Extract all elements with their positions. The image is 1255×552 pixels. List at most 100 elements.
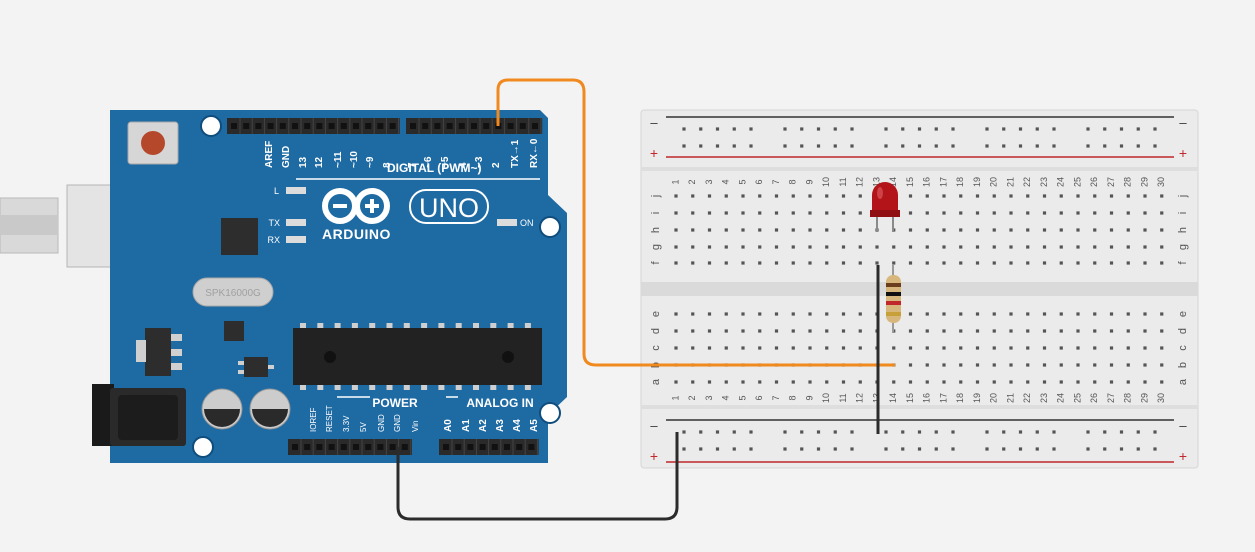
rail-hole[interactable]	[934, 430, 938, 434]
rail-hole[interactable]	[951, 430, 955, 434]
terminal-hole[interactable]	[825, 245, 829, 249]
terminal-hole[interactable]	[992, 194, 996, 198]
terminal-hole[interactable]	[942, 329, 946, 333]
rail-hole[interactable]	[901, 447, 905, 451]
terminal-hole[interactable]	[1026, 211, 1030, 215]
terminal-hole[interactable]	[992, 228, 996, 232]
terminal-hole[interactable]	[674, 346, 678, 350]
terminal-hole[interactable]	[1160, 363, 1164, 367]
terminal-hole[interactable]	[741, 346, 745, 350]
terminal-hole[interactable]	[992, 329, 996, 333]
rail-hole[interactable]	[1153, 127, 1157, 131]
rail-hole[interactable]	[951, 447, 955, 451]
terminal-hole[interactable]	[1042, 211, 1047, 215]
rail-hole[interactable]	[1119, 447, 1124, 451]
rail-hole[interactable]	[749, 127, 753, 131]
terminal-hole[interactable]	[791, 245, 795, 249]
rail-hole[interactable]	[901, 144, 905, 148]
header-pin[interactable]	[491, 444, 498, 450]
terminal-hole[interactable]	[1076, 211, 1080, 215]
terminal-hole[interactable]	[858, 346, 862, 350]
terminal-hole[interactable]	[1059, 228, 1063, 232]
header-pin[interactable]	[267, 123, 274, 129]
terminal-hole[interactable]	[741, 228, 745, 232]
rail-hole[interactable]	[1035, 447, 1039, 451]
terminal-hole[interactable]	[758, 245, 762, 249]
rail-hole[interactable]	[682, 127, 686, 131]
header-pin[interactable]	[532, 123, 538, 129]
terminal-hole[interactable]	[1093, 245, 1097, 249]
terminal-hole[interactable]	[1026, 261, 1030, 265]
rail-hole[interactable]	[985, 144, 989, 148]
terminal-hole[interactable]	[1009, 363, 1013, 367]
terminal-hole[interactable]	[741, 261, 745, 265]
terminal-hole[interactable]	[1126, 312, 1130, 316]
terminal-hole[interactable]	[1009, 380, 1013, 384]
terminal-hole[interactable]	[959, 245, 963, 249]
terminal-hole[interactable]	[1160, 346, 1164, 350]
header-pin[interactable]	[479, 444, 486, 450]
terminal-hole[interactable]	[841, 312, 846, 316]
terminal-hole[interactable]	[975, 312, 980, 316]
header-pin[interactable]	[231, 123, 237, 129]
rail-hole[interactable]	[783, 127, 787, 131]
terminal-hole[interactable]	[691, 228, 695, 232]
header-pin[interactable]	[483, 123, 490, 129]
terminal-hole[interactable]	[858, 380, 862, 384]
rail-hole[interactable]	[1052, 144, 1056, 148]
rail-hole[interactable]	[1035, 430, 1039, 434]
header-pin[interactable]	[243, 123, 250, 129]
terminal-hole[interactable]	[942, 261, 946, 265]
terminal-hole[interactable]	[741, 211, 745, 215]
rail-hole[interactable]	[917, 144, 922, 148]
header-pin[interactable]	[528, 444, 535, 450]
terminal-hole[interactable]	[1076, 380, 1080, 384]
terminal-hole[interactable]	[691, 312, 695, 316]
terminal-hole[interactable]	[808, 211, 812, 215]
terminal-hole[interactable]	[908, 211, 913, 215]
terminal-hole[interactable]	[674, 312, 678, 316]
terminal-hole[interactable]	[908, 312, 913, 316]
header-pin[interactable]	[504, 444, 510, 450]
header-pin[interactable]	[292, 123, 298, 129]
terminal-hole[interactable]	[691, 329, 695, 333]
terminal-hole[interactable]	[774, 261, 779, 265]
terminal-hole[interactable]	[674, 329, 678, 333]
terminal-hole[interactable]	[858, 261, 862, 265]
header-pin[interactable]	[328, 123, 335, 129]
terminal-hole[interactable]	[691, 245, 695, 249]
terminal-hole[interactable]	[1076, 194, 1080, 198]
terminal-hole[interactable]	[724, 261, 728, 265]
rail-hole[interactable]	[833, 430, 837, 434]
terminal-hole[interactable]	[1009, 346, 1013, 350]
terminal-hole[interactable]	[1126, 380, 1130, 384]
header-pin[interactable]	[316, 123, 323, 129]
rail-hole[interactable]	[732, 144, 736, 148]
rail-hole[interactable]	[833, 447, 837, 451]
terminal-hole[interactable]	[791, 211, 795, 215]
header-pin[interactable]	[365, 123, 372, 129]
header-pin[interactable]	[467, 444, 474, 450]
rail-hole[interactable]	[783, 447, 787, 451]
terminal-hole[interactable]	[808, 228, 812, 232]
terminal-hole[interactable]	[774, 329, 779, 333]
terminal-hole[interactable]	[808, 312, 812, 316]
terminal-hole[interactable]	[825, 228, 829, 232]
terminal-hole[interactable]	[1059, 346, 1063, 350]
rail-hole[interactable]	[1018, 127, 1023, 131]
terminal-hole[interactable]	[1026, 228, 1030, 232]
terminal-hole[interactable]	[808, 380, 812, 384]
terminal-hole[interactable]	[1109, 261, 1114, 265]
terminal-hole[interactable]	[774, 346, 779, 350]
terminal-hole[interactable]	[1093, 380, 1097, 384]
terminal-hole[interactable]	[758, 346, 762, 350]
header-pin[interactable]	[519, 123, 526, 129]
rail-hole[interactable]	[934, 127, 938, 131]
terminal-hole[interactable]	[1109, 346, 1114, 350]
terminal-hole[interactable]	[774, 194, 779, 198]
terminal-hole[interactable]	[724, 312, 728, 316]
rail-hole[interactable]	[1136, 144, 1140, 148]
terminal-hole[interactable]	[875, 261, 879, 265]
terminal-hole[interactable]	[774, 211, 779, 215]
terminal-hole[interactable]	[1042, 346, 1047, 350]
